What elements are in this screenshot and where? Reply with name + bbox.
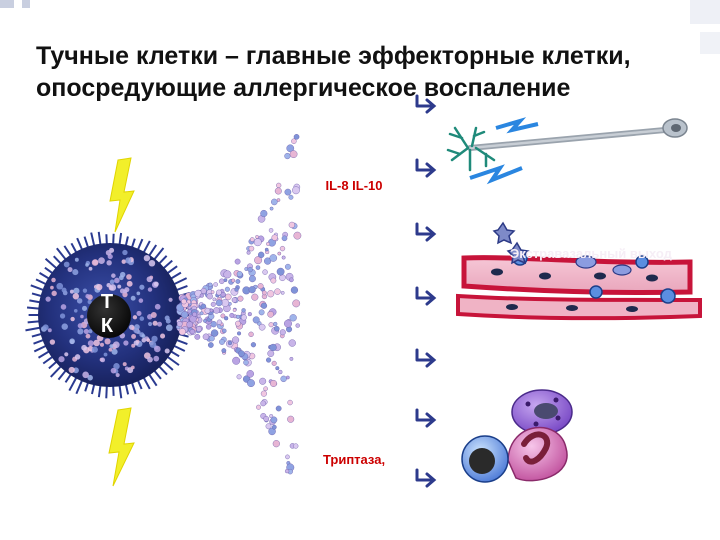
blood-vessel-illustration [456, 221, 702, 321]
corner-decoration-left-2 [22, 0, 30, 8]
arrow-icon [415, 348, 437, 368]
mediator-line: GM-CSF, [327, 236, 381, 252]
mast-cell-nucleus [87, 294, 131, 338]
mast-cell [25, 231, 194, 399]
mediator-line: TGFb, [335, 256, 373, 272]
corner-decoration-right [690, 0, 720, 24]
mediator-line: MIPs, IFNg, [318, 217, 390, 232]
arrow-column [415, 94, 437, 488]
lightning-bolt-top-icon [109, 157, 135, 233]
lightning-bolt-bottom-icon [108, 407, 135, 487]
mediator-line: VPF/VEGF, [320, 295, 388, 311]
mediator-line: IL-3, IL-4 [327, 138, 381, 154]
outcome-extravasation: Экстравазальный выход [510, 246, 672, 261]
mediator-line: PGD2 LTB4, [316, 315, 392, 330]
neuron-illustration [446, 117, 688, 185]
mediator-line: Гепарин, [325, 373, 383, 389]
granule-stream [176, 134, 302, 475]
mediator-line: Серотонин, [317, 354, 391, 370]
slide-title-line-1: Тучные клетки – главные эффекторные клет… [36, 42, 631, 70]
slide-title-line-2: опосредующие аллергическое воспаление [36, 74, 571, 102]
arrow-icon [415, 222, 437, 242]
mediator-line: сульфат, [324, 413, 384, 428]
outcome-recruitment-line-1: Привлечение [576, 439, 662, 454]
mast-cell-label-line-1: Т [100, 291, 114, 313]
mast-cell-label: Т К [92, 290, 122, 342]
corner-decoration-left [0, 0, 14, 8]
lightning-small-2-icon [469, 164, 523, 185]
mediator-line: bFGF, [335, 275, 373, 291]
outcome-activation: Активация [550, 118, 619, 133]
mediator-line: LTC4 PAF, [322, 334, 386, 350]
outcome-recruitment-line-2: клеток [576, 461, 619, 476]
mediator-line: IL-5, IL-6, [325, 158, 383, 174]
arrow-icon [415, 408, 437, 428]
mediator-line: Триптаза, [322, 452, 386, 468]
mediator-line: IL-8 IL-10 [325, 177, 383, 193]
arrow-icon [415, 158, 437, 178]
mediator-line: Химаза, [328, 432, 380, 448]
recruited-cells-illustration [461, 389, 573, 483]
mast-cell-label-line-2: К [100, 315, 114, 337]
outcome-vasodilation: Вазодилотация [490, 321, 590, 336]
mediator-line: Хондроитин [314, 393, 394, 409]
mediator-line: IL-1, IL-2, [325, 119, 383, 134]
corner-decoration-right-2 [700, 32, 720, 54]
slide-title: Тучные клетки – главные эффекторные клет… [36, 40, 716, 104]
outcome-recruitment: Привлечение клеток [576, 436, 662, 480]
arrow-icon [415, 468, 437, 488]
lightning-small-1-icon [495, 117, 539, 134]
arrow-icon [415, 94, 437, 114]
mediator-line: IL-13 TNFa, [318, 197, 390, 213]
arrow-icon [415, 286, 437, 306]
